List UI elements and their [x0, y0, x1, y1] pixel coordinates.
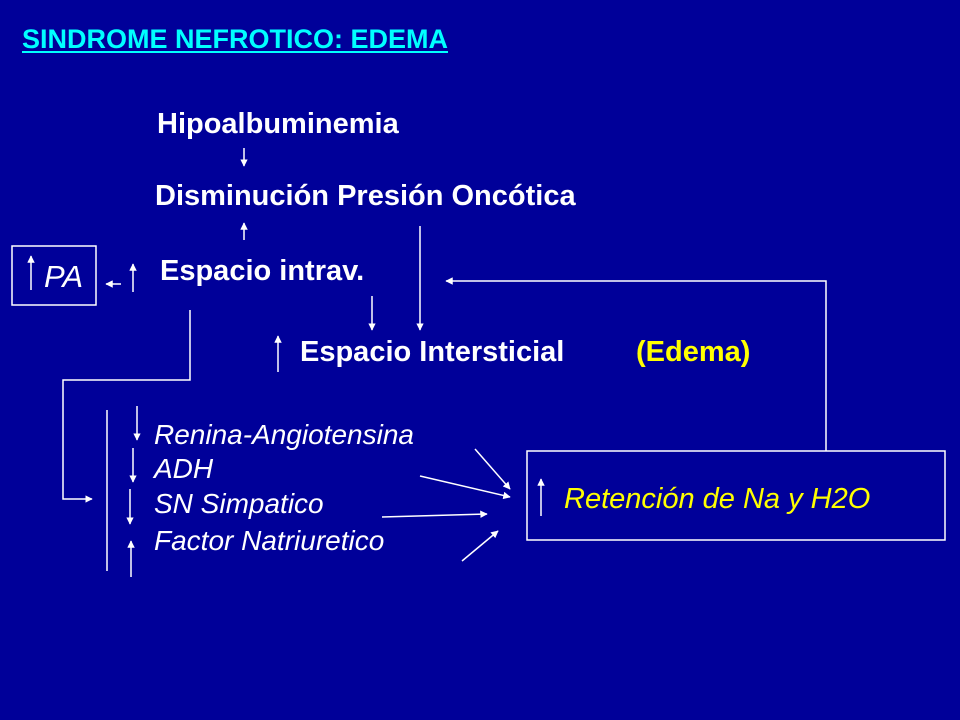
pa-box: [11, 245, 97, 306]
node-retencion-na-h2o: Retención de Na y H2O: [564, 483, 871, 515]
arrow-adh-to-retencion: [419, 475, 511, 500]
arrow-natriuretico-to-retencion: [461, 530, 499, 562]
factor-natriuretico: Factor Natriuretico: [154, 525, 385, 556]
retencion-box: [526, 450, 946, 541]
node-espacio-intravascular: Espacio intrav.: [160, 255, 365, 287]
connector-intrav-to-factors: [62, 310, 191, 503]
node-hipoalbuminemia: Hipoalbuminemia: [157, 108, 399, 140]
node-edema-label: (Edema): [636, 336, 751, 368]
feedback-retencion-to-intrav: [445, 277, 827, 451]
arrow-renina-to-retencion: [474, 448, 511, 490]
slide-title: SINDROME NEFROTICO: EDEMA: [22, 24, 449, 54]
node-pa: PA: [44, 259, 84, 294]
node-espacio-intersticial: Espacio Intersticial: [300, 336, 565, 368]
factor-sn-simpatico: SN Simpatico: [154, 488, 324, 519]
node-disminucion-presion-oncotica: Disminución Presión Oncótica: [155, 180, 576, 212]
factor-adh: ADH: [154, 453, 214, 484]
arrow-sn-to-retencion: [381, 510, 488, 518]
factor-renina-angiotensina: Renina-Angiotensina: [154, 419, 414, 450]
